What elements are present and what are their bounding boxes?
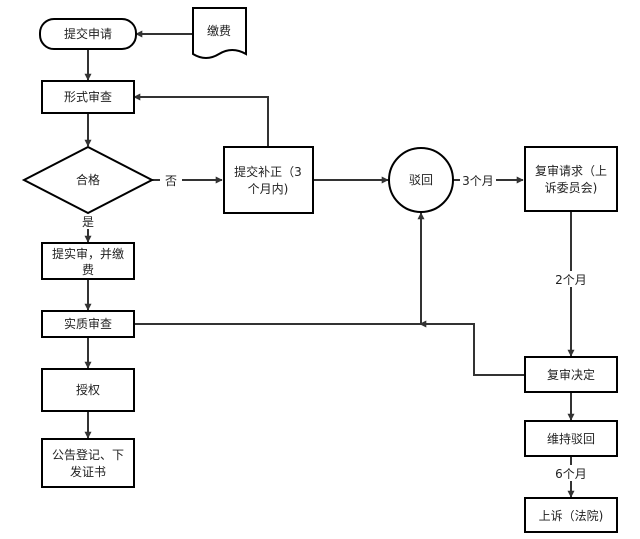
node-reexam-request-label-1: 复审请求（上 <box>535 163 607 178</box>
node-reexam-decision: 复审决定 <box>524 356 618 393</box>
node-submit-correction: 提交补正（3 个月内) <box>223 146 314 214</box>
node-announce-label-1: 公告登记、下 <box>52 447 124 462</box>
node-substantive-review: 实质审查 <box>41 310 135 338</box>
edge-label-2-months-bg <box>552 271 590 287</box>
node-substantive-review-label: 实质审查 <box>64 316 112 331</box>
node-pay-fee: 缴费 <box>192 7 247 59</box>
node-submit-substantive-label-1: 提实审，并缴 <box>52 246 124 261</box>
edge-label-6-months-bg <box>552 465 590 481</box>
node-announce-label-2: 发证书 <box>70 464 106 479</box>
edge-label-no: 否 <box>165 174 177 188</box>
node-submit-substantive-label-2: 费 <box>82 263 94 277</box>
edge-labels: 否 是 3个月 2个月 6个月 <box>78 172 590 481</box>
node-formal-review-label: 形式审查 <box>64 89 112 104</box>
node-qualified-label: 合格 <box>76 172 100 187</box>
node-submit-substantive: 提实审，并缴 费 <box>41 242 135 280</box>
node-reexam-decision-label: 复审决定 <box>547 367 595 382</box>
node-maintain-rejection: 维持驳回 <box>524 420 618 457</box>
node-appeal-court-label: 上诉（法院) <box>539 509 604 523</box>
node-qualified: 合格 <box>21 145 155 215</box>
node-rejection: 驳回 <box>388 147 454 213</box>
edge-label-3-months-bg <box>460 172 496 188</box>
edge-label-3-months: 3个月 <box>462 174 494 188</box>
edge-label-6-months: 6个月 <box>555 467 587 481</box>
node-rejection-label: 驳回 <box>409 173 433 187</box>
node-grant: 授权 <box>41 368 135 412</box>
node-formal-review: 形式审查 <box>41 80 135 114</box>
node-submit-correction-label-1: 提交补正（3 <box>234 164 302 179</box>
edge-decision-to-substantive <box>419 320 525 376</box>
node-submit-application: 提交申请 <box>39 18 137 50</box>
edge-label-2-months: 2个月 <box>555 273 587 287</box>
node-reexam-request-label-2: 诉委员会) <box>545 181 598 195</box>
edge-label-no-bg <box>160 172 182 188</box>
node-maintain-rejection-label: 维持驳回 <box>547 431 595 446</box>
node-appeal-court: 上诉（法院) <box>524 497 618 533</box>
node-announce: 公告登记、下 发证书 <box>41 438 135 488</box>
edge-label-yes: 是 <box>82 215 94 229</box>
node-pay-fee-label: 缴费 <box>207 23 231 38</box>
edge-correction-to-formal <box>133 93 269 146</box>
node-submit-correction-label-2: 个月内) <box>248 182 289 196</box>
node-reexam-request: 复审请求（上 诉委员会) <box>524 146 618 212</box>
node-submit-application-label: 提交申请 <box>64 26 112 41</box>
connectors <box>84 30 575 498</box>
edge-label-yes-bg <box>78 213 100 229</box>
edge-substantive-to-rejection <box>134 212 425 325</box>
node-grant-label: 授权 <box>76 382 100 397</box>
